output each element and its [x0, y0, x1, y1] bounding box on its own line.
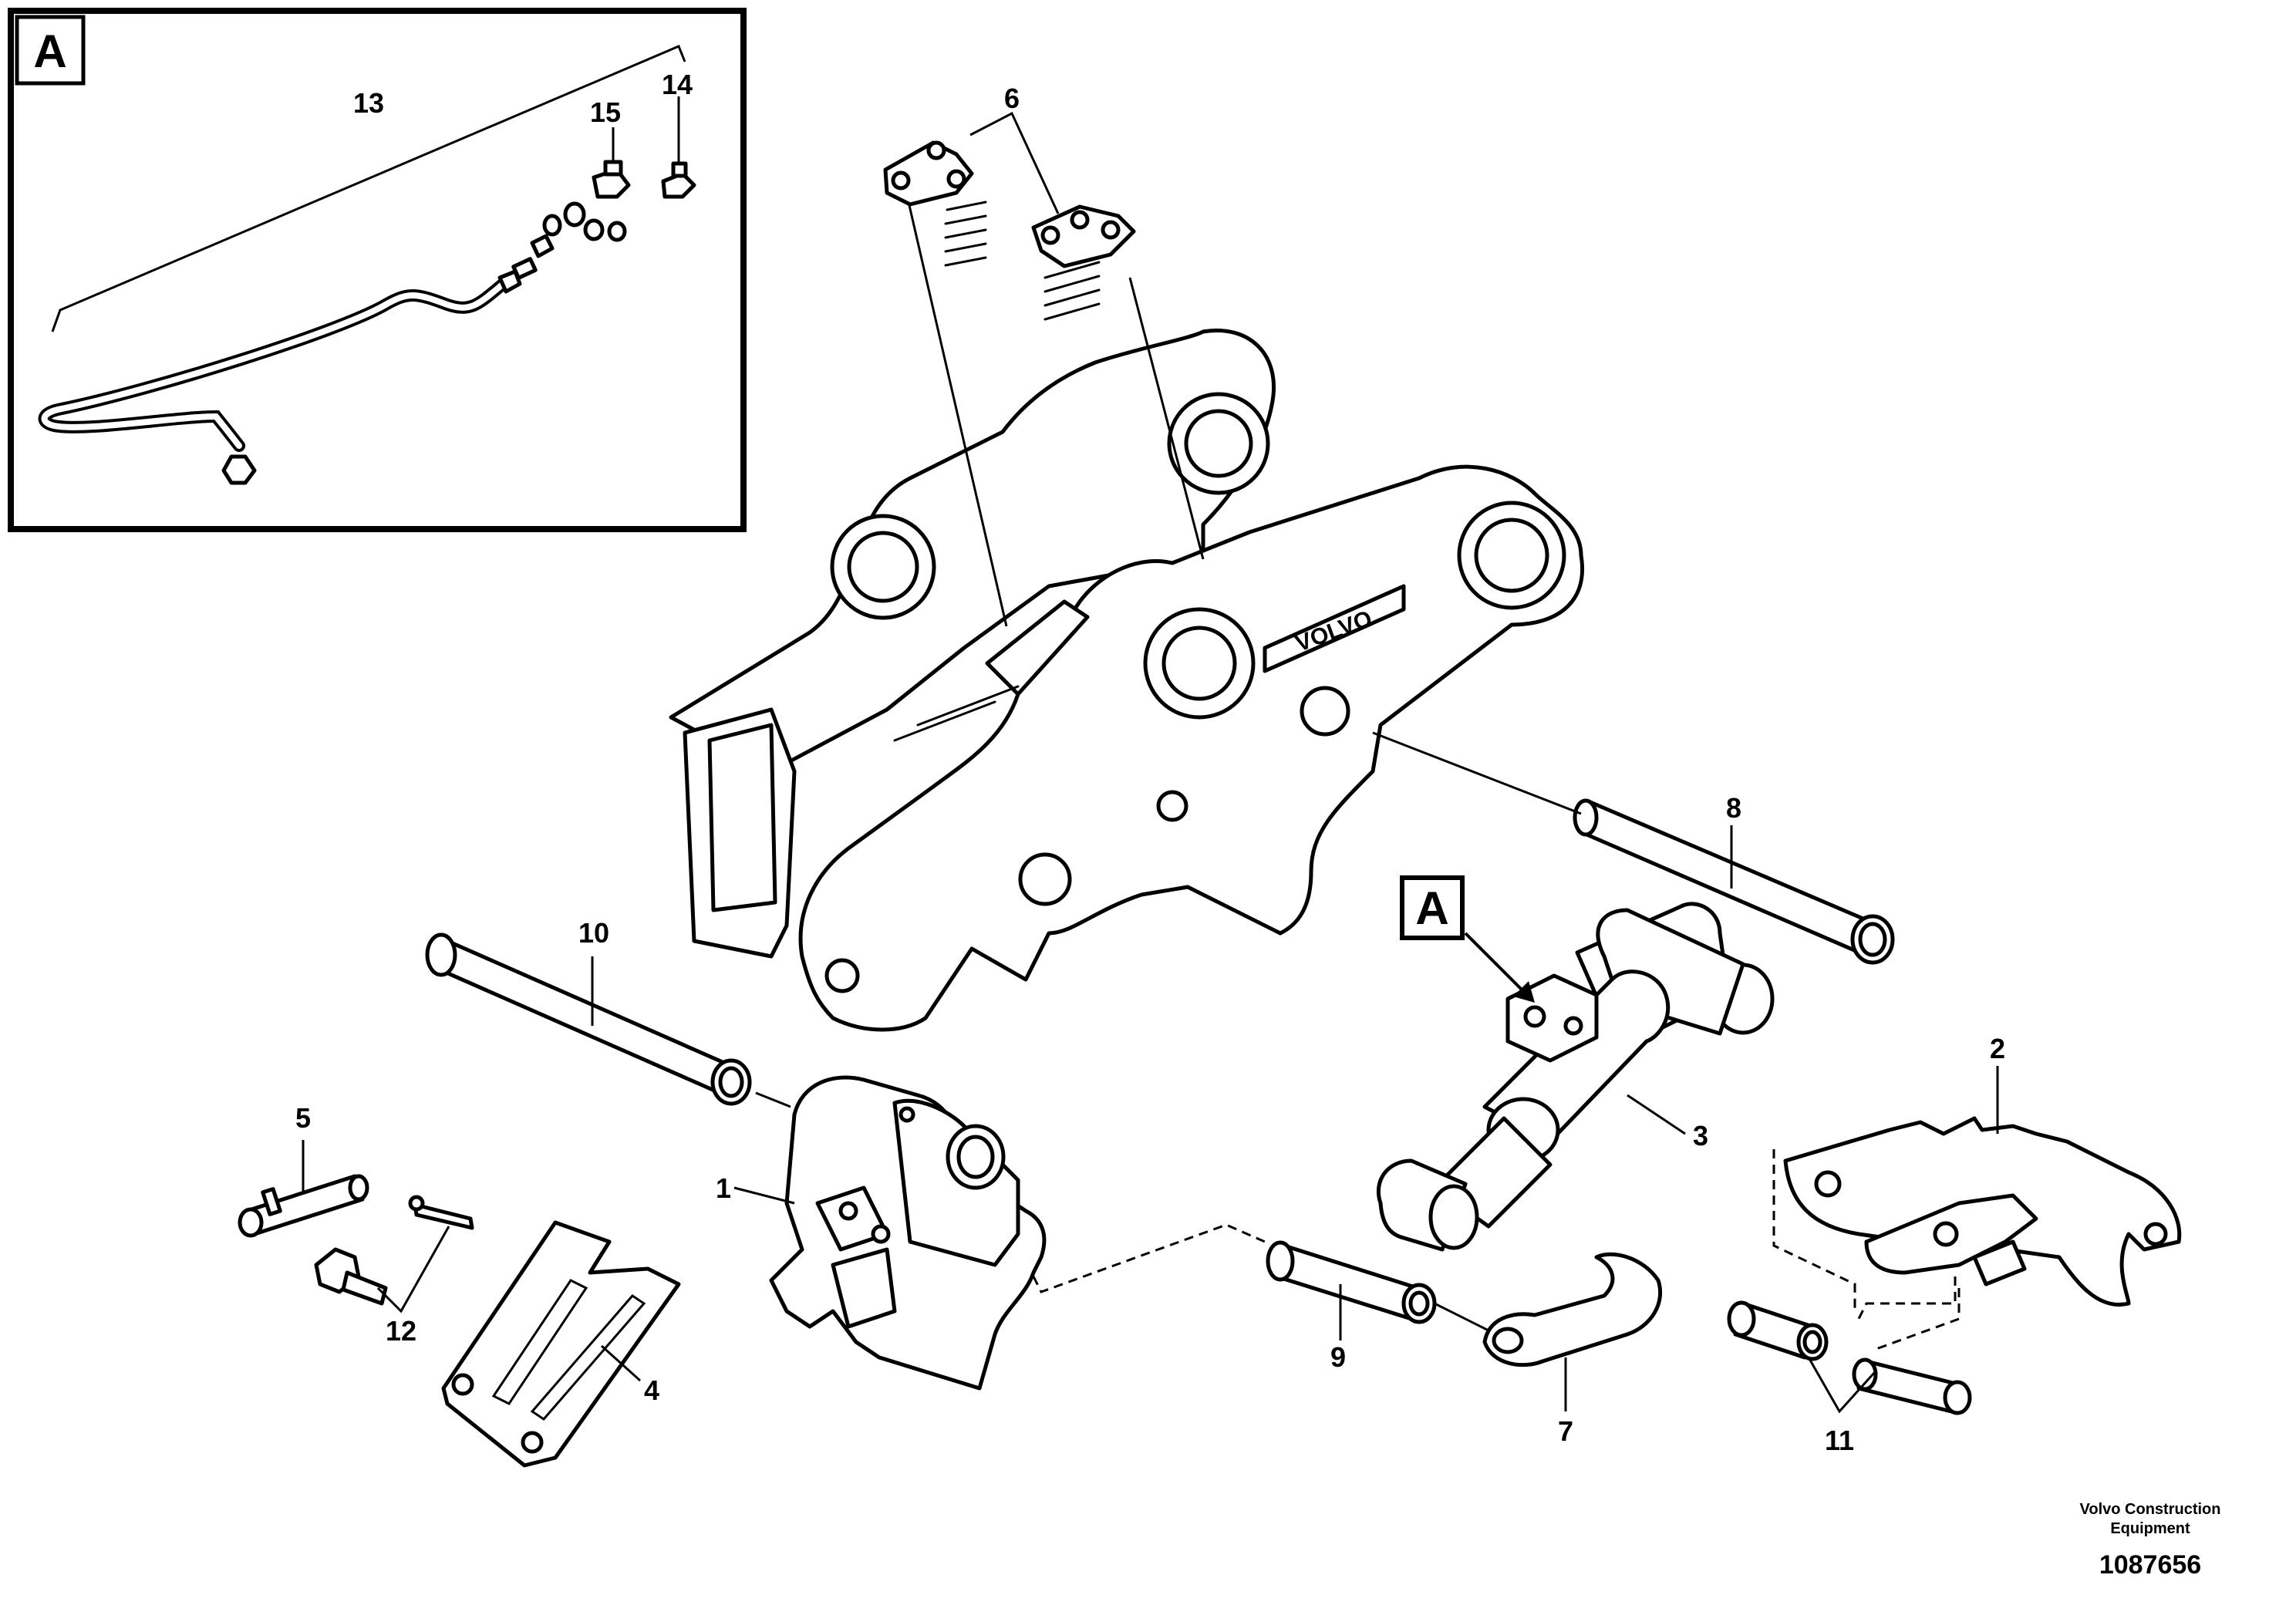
hook-2: 2 [1772, 1033, 2182, 1351]
label-10: 10 [578, 917, 609, 949]
label-15: 15 [590, 96, 621, 128]
link-7: 7 [1482, 1252, 1663, 1447]
hydraulic-pipe [38, 257, 538, 485]
label-1: 1 [716, 1172, 731, 1204]
label-7: 7 [1558, 1415, 1573, 1447]
label-9: 9 [1330, 1341, 1346, 1373]
document-number: 1087656 [2099, 1550, 2201, 1580]
pin-10: 10 [425, 917, 752, 1106]
label-6: 6 [1004, 83, 1020, 114]
pin-8: 8 [1372, 731, 1895, 965]
pin-9: 9 [1266, 1240, 1489, 1373]
company-line-2: Equipment [2110, 1520, 2190, 1537]
label-8: 8 [1726, 792, 1741, 824]
pin-5: 5 [238, 1102, 369, 1238]
label-3: 3 [1693, 1120, 1708, 1152]
quick-coupler-frame: VOLVO [669, 329, 1584, 1032]
spring-assembly-right [1031, 204, 1205, 560]
callout-label: A [1415, 882, 1448, 934]
hook-body-1: 1 [716, 1075, 1266, 1391]
spring-assembly-left [883, 140, 1008, 627]
company-line-1: Volvo Construction [2080, 1501, 2221, 1518]
inset-label: A [33, 25, 66, 77]
label-14: 14 [662, 69, 693, 100]
hydraulic-cylinder-3: 3 [1376, 902, 1775, 1252]
label-12: 12 [386, 1315, 416, 1347]
label-11: 11 [1825, 1425, 1854, 1456]
label-13: 13 [353, 87, 384, 119]
fittings-15-and-14 [530, 96, 696, 258]
fasteners-12: 12 [314, 1195, 474, 1347]
label-2: 2 [1990, 1033, 2005, 1064]
callout-a: A [1400, 875, 1535, 1003]
bushings-11: 11 [1727, 1300, 1972, 1456]
label-5: 5 [295, 1102, 311, 1134]
detail-inset-a: A 13 15 14 [8, 8, 747, 532]
wear-plate-4: 4 [441, 1220, 681, 1468]
footer-block: Volvo Construction Equipment 1087656 [2080, 1501, 2221, 1580]
label-4: 4 [644, 1374, 659, 1406]
